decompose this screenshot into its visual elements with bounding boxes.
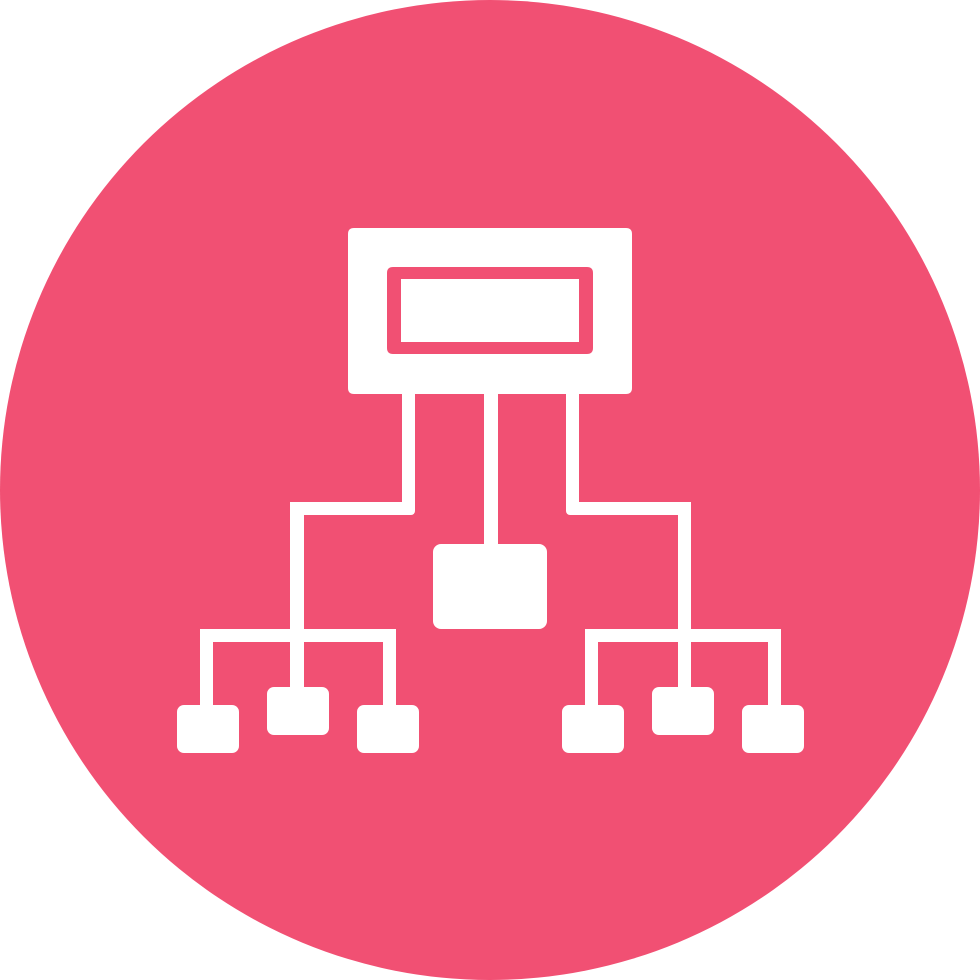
- right-branch-horizontal: [585, 629, 781, 642]
- hierarchy-glyph: [177, 228, 804, 753]
- connector-left-down: [290, 502, 304, 692]
- leaf-node-right-2: [652, 687, 714, 735]
- leaf-node-right-1: [562, 705, 624, 753]
- connector-right-horizontal: [566, 502, 691, 515]
- leaf-node-left-2: [267, 687, 329, 735]
- left-branch-right-down: [383, 629, 396, 711]
- left-branch-left-down: [200, 629, 213, 711]
- center-node: [433, 544, 547, 629]
- right-branch-right-down: [768, 629, 781, 711]
- connector-right-vertical: [566, 394, 579, 510]
- connector-center-vertical: [484, 394, 498, 546]
- left-branch-horizontal: [200, 629, 396, 642]
- connector-left-vertical: [402, 394, 415, 510]
- leaf-node-left-3: [357, 705, 419, 753]
- connector-left-horizontal: [290, 502, 415, 515]
- connector-right-down: [678, 502, 691, 692]
- leaf-node-left-1: [177, 705, 239, 753]
- right-branch-left-down: [585, 629, 598, 711]
- leaf-node-right-3: [742, 705, 804, 753]
- root-node: [348, 228, 632, 394]
